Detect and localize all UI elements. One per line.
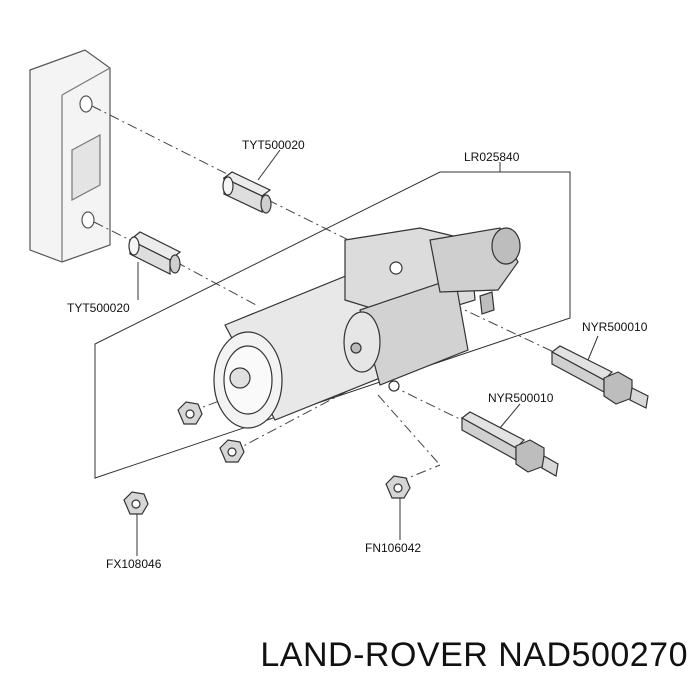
nut-lower-left: [219, 439, 245, 463]
part-number-caption: LAND-ROVER NAD500270: [260, 636, 688, 674]
label-stud-lower: NYR500010: [488, 391, 554, 405]
label-bushing-top: TYT500020: [242, 138, 305, 152]
nut-upper-left: [177, 401, 203, 425]
label-stud-upper: NYR500010: [582, 320, 648, 334]
starter-motor: [213, 227, 521, 429]
engine-block-bracket: [29, 49, 111, 263]
label-nut-left: FX108046: [106, 557, 162, 571]
nut-fn106042: [385, 475, 411, 499]
label-bushing-left: TYT500020: [67, 301, 130, 315]
stud-bolt-upper: [550, 345, 649, 409]
bushing-top: [222, 171, 272, 214]
nut-fx108046: [123, 491, 149, 515]
label-starter: LR025840: [464, 150, 520, 164]
bushing-left: [128, 231, 182, 275]
label-nut-center: FN106042: [365, 541, 422, 555]
starter-group-outline: [94, 171, 571, 479]
stud-bolt-lower: [460, 411, 559, 477]
